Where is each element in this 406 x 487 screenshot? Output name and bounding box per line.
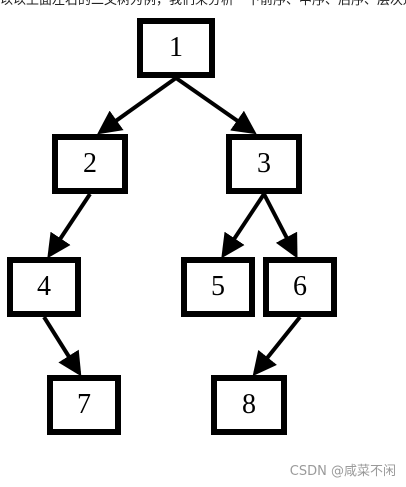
edge-3-to-6 — [262, 193, 298, 259]
tree-node-5: 5 — [181, 257, 255, 317]
edge-4-to-7 — [42, 315, 82, 377]
tree-node-7: 7 — [47, 375, 121, 435]
watermark: CSDN @咸菜不闲 — [289, 464, 396, 479]
tree-node-6: 6 — [263, 257, 337, 317]
tree-node-4: 4 — [7, 257, 81, 317]
tree-node-8: 8 — [211, 375, 287, 435]
tree-node-1: 1 — [137, 18, 215, 78]
edge-6-to-8 — [252, 315, 302, 377]
edge-1-to-3 — [174, 76, 257, 135]
edge-3-to-5 — [221, 192, 266, 259]
cropped-top-text: 以以上面左右的二叉树为例，我们来分析一下前序、中序、后序、层次遍历分别为什么？ — [0, 0, 406, 8]
edge-2-to-4 — [47, 192, 92, 259]
edge-1-to-2 — [97, 76, 178, 135]
tree-node-3: 3 — [226, 134, 302, 194]
tree-node-2: 2 — [52, 134, 128, 194]
